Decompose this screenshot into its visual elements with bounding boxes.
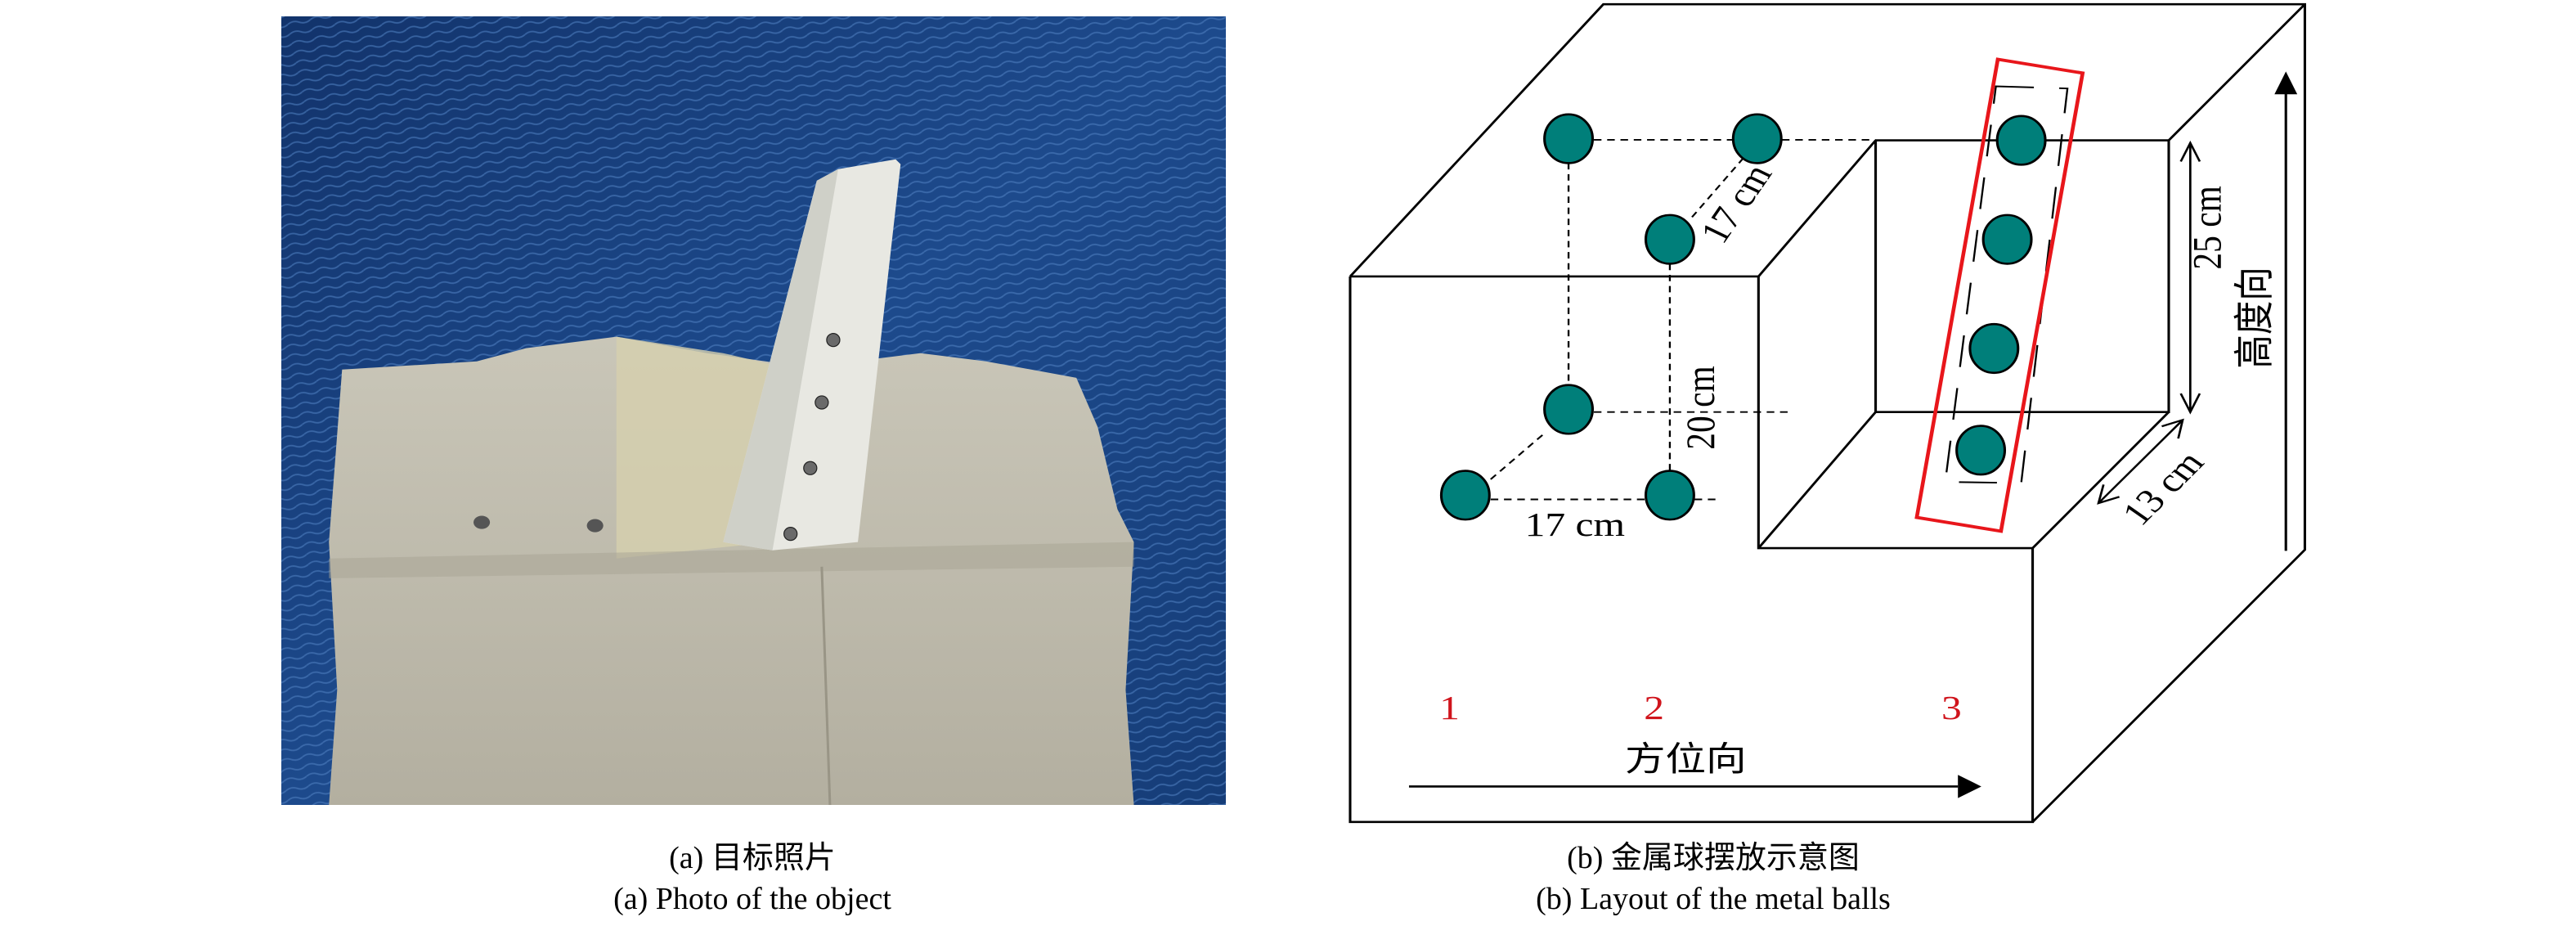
ball [1543, 113, 1595, 164]
caption-a-zh: (a) 目标照片 [669, 841, 836, 875]
dim-bottom-label: 17 cm [1525, 506, 1625, 543]
dimension-arrows [2097, 140, 2201, 505]
ball [1731, 113, 1783, 164]
ball [1644, 214, 1695, 265]
caption-a-en: (a) Photo of the object [613, 882, 891, 916]
highlight-box [1914, 57, 2085, 533]
layout-diagram: 17 cm 20 cm 17 cm 25 cm 13 cm 高度向 方位向 1 … [1349, 2, 2306, 824]
target-plank [723, 159, 901, 551]
dim-notch-height-label: 25 cm [2184, 186, 2229, 269]
ball [1968, 322, 2020, 375]
group-3-dashed-frame [1944, 85, 2069, 484]
ball [1981, 214, 2033, 265]
ball [1439, 470, 1491, 521]
caption-b-zh: (b) 金属球摆放示意图 [1567, 841, 1860, 875]
ball [1995, 115, 2047, 166]
height-direction-label: 高度向 [2232, 267, 2277, 368]
azimuth-direction-label: 方位向 [1625, 740, 1747, 778]
ball [1955, 425, 2007, 476]
azimuth-direction-arrow [1408, 775, 1981, 798]
object-photo [281, 16, 1226, 805]
position-label-1: 1 [1439, 689, 1460, 726]
caption-b-en: (b) Layout of the metal balls [1536, 882, 1891, 916]
metal-balls-photo [783, 333, 841, 542]
box-outline [1349, 2, 2306, 824]
position-label-3: 3 [1941, 689, 1962, 726]
height-direction-arrow [2274, 71, 2298, 551]
position-label-2: 2 [1644, 689, 1664, 726]
ball [1644, 470, 1695, 521]
ball [1543, 384, 1595, 435]
dim-notch-depth-label: 13 cm [2113, 443, 2212, 532]
metal-balls [1439, 113, 2047, 521]
dim-vertical-label: 20 cm [1678, 366, 1723, 449]
dashed-guides [1490, 138, 1876, 501]
